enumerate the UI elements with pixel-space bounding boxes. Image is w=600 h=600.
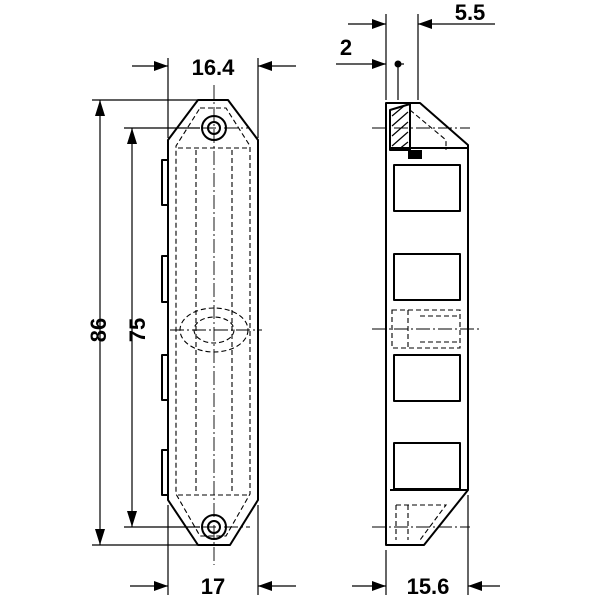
dim-86-label: 86 [86,318,111,342]
front-view-tab-4 [161,449,168,496]
dim-15-6-label: 15.6 [407,574,450,599]
dim-75-label: 75 [125,318,150,342]
dim-15-6-arrow-right [468,581,482,591]
side-view-dimensions: 15.6 5.5 2 [336,0,500,599]
side-view-top-notch [408,150,422,159]
dim-75-arrow-top [127,128,137,144]
dim-16-4-arrow-right [258,61,272,71]
dim-17-arrow-right [258,581,272,591]
front-view-tab-2 [161,255,168,303]
dim-2-arrow [372,59,386,69]
side-view-top-pocket-hatch [391,105,409,151]
front-view [161,85,262,565]
dim-5-5-label: 5.5 [455,0,486,25]
dim-75-arrow-bottom [127,511,137,527]
side-view-magnet-1 [393,164,461,212]
front-view-tab-1 [161,159,168,206]
side-view-bottom-hidden [395,504,448,541]
side-view-top-hidden [409,109,447,150]
dim-5-5-arrow-right [418,19,432,29]
front-view-tab-3 [161,354,168,401]
side-view [372,102,480,546]
side-view-outline [385,102,469,546]
dim-86-arrow-bottom [95,529,105,545]
dim-2-label: 2 [340,35,352,60]
dim-86-arrow-top [95,100,105,116]
dim-16-4-arrow-left [154,61,168,71]
dim-5-5-arrow-left [372,19,386,29]
front-view-dimensions: 16.4 17 86 75 [86,55,296,599]
side-view-magnet-3 [393,354,461,402]
dim-17-arrow-left [154,581,168,591]
dim-16-4-label: 16.4 [192,55,236,80]
side-view-magnet-4 [393,442,461,490]
side-view-magnet-2 [393,253,461,301]
front-view-outline [167,99,259,546]
dim-17-label: 17 [201,574,225,599]
front-view-inner-outline [175,107,251,537]
dim-15-6-arrow-left [372,581,386,591]
